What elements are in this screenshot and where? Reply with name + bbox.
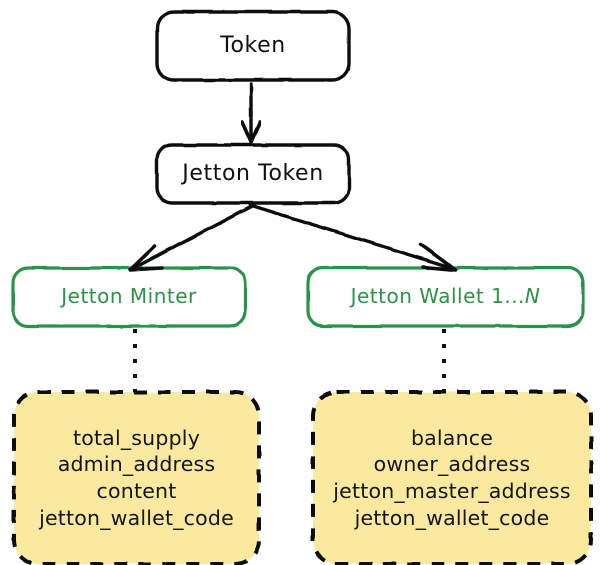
arrow-jetton-token-to-minter: [128, 203, 256, 272]
token-box[interactable]: [155, 10, 351, 82]
arrow-jetton-token-to-wallet: [248, 203, 458, 272]
minter-attributes-box[interactable]: [12, 390, 261, 565]
jetton-token-box[interactable]: [155, 143, 351, 205]
wallet-attributes-box[interactable]: [311, 390, 593, 565]
jetton-wallet-box[interactable]: [306, 266, 585, 328]
jetton-minter-box[interactable]: [11, 266, 247, 328]
arrow-token-to-jetton-token: [240, 82, 262, 144]
